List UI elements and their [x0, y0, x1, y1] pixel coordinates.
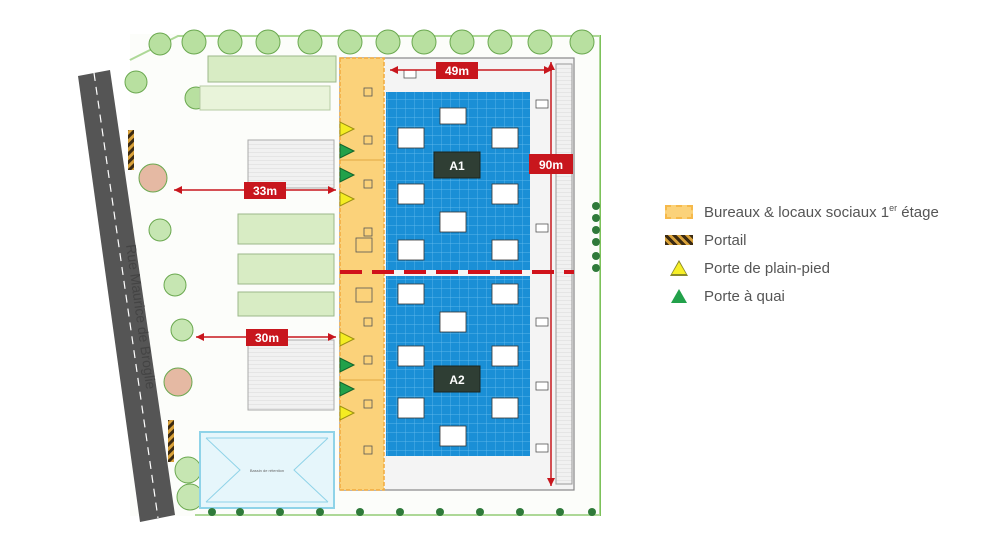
door-quai-4	[339, 381, 356, 397]
door-plain-pied-3	[339, 331, 356, 347]
green-strip-3	[237, 291, 335, 317]
portail-top	[128, 130, 134, 170]
legend-portail-label: Portail	[704, 231, 747, 249]
legend-item-quai: Porte à quai	[664, 282, 964, 310]
legend-quai-label: Porte à quai	[704, 287, 785, 305]
dimension-setback-bottom: 30m	[196, 329, 336, 346]
retention-basin: Bassin de rétention	[199, 431, 335, 509]
door-plain-pied-4	[339, 405, 356, 421]
office-dividers	[340, 159, 384, 381]
dimension-setback-top: 33m	[174, 182, 336, 199]
legend-item-office: Bureaux & locaux sociaux 1er étage	[664, 198, 964, 226]
trees-left	[138, 163, 204, 511]
unit-a2-marker: A2	[433, 365, 481, 393]
retention-basin-label: Bassin de rétention	[250, 468, 284, 473]
green-strip-1	[237, 213, 335, 245]
trees-right	[592, 202, 600, 272]
parking-row-2	[247, 339, 335, 411]
dimension-width-label: 49m	[445, 64, 469, 78]
unit-a1-label: A1	[449, 159, 465, 173]
dimension-length: 90m	[529, 62, 573, 486]
rack-blocks	[397, 107, 519, 447]
door-quai-3	[339, 357, 356, 373]
legend-item-portail: Portail	[664, 226, 964, 254]
parking-top	[207, 55, 337, 83]
parking-row-1	[247, 139, 335, 189]
dimension-setback-top-label: 33m	[253, 184, 277, 198]
portail-icon	[664, 231, 694, 249]
trees-top	[124, 29, 595, 110]
legend-office-sup: er	[889, 203, 898, 213]
unit-a1-marker: A1	[433, 151, 481, 179]
unit-a2-label: A2	[449, 373, 465, 387]
legend: Bureaux & locaux sociaux 1er étage Porta…	[664, 198, 964, 310]
parking-top-2	[199, 85, 331, 111]
green-strip-2	[237, 253, 335, 285]
legend-plain-pied-label: Porte de plain-pied	[704, 259, 830, 277]
door-quai-1	[339, 143, 356, 159]
portail-bottom	[168, 420, 174, 462]
trees-bottom	[208, 508, 596, 516]
road: Rue Maurice de Broglie	[78, 70, 175, 522]
door-quai-2	[339, 167, 356, 183]
dimension-length-label: 90m	[539, 158, 563, 172]
yellow-triangle-icon	[664, 259, 694, 277]
door-plain-pied-1	[339, 121, 356, 137]
door-plain-pied-2	[339, 191, 356, 207]
dimension-setback-bottom-label: 30m	[255, 331, 279, 345]
green-triangle-icon	[664, 287, 694, 305]
office-squares	[355, 87, 373, 455]
office-area-icon	[664, 203, 694, 221]
legend-office-suffix: étage	[897, 204, 939, 221]
legend-office-label: Bureaux & locaux sociaux 1	[704, 204, 890, 221]
legend-item-plain-pied: Porte de plain-pied	[664, 254, 964, 282]
